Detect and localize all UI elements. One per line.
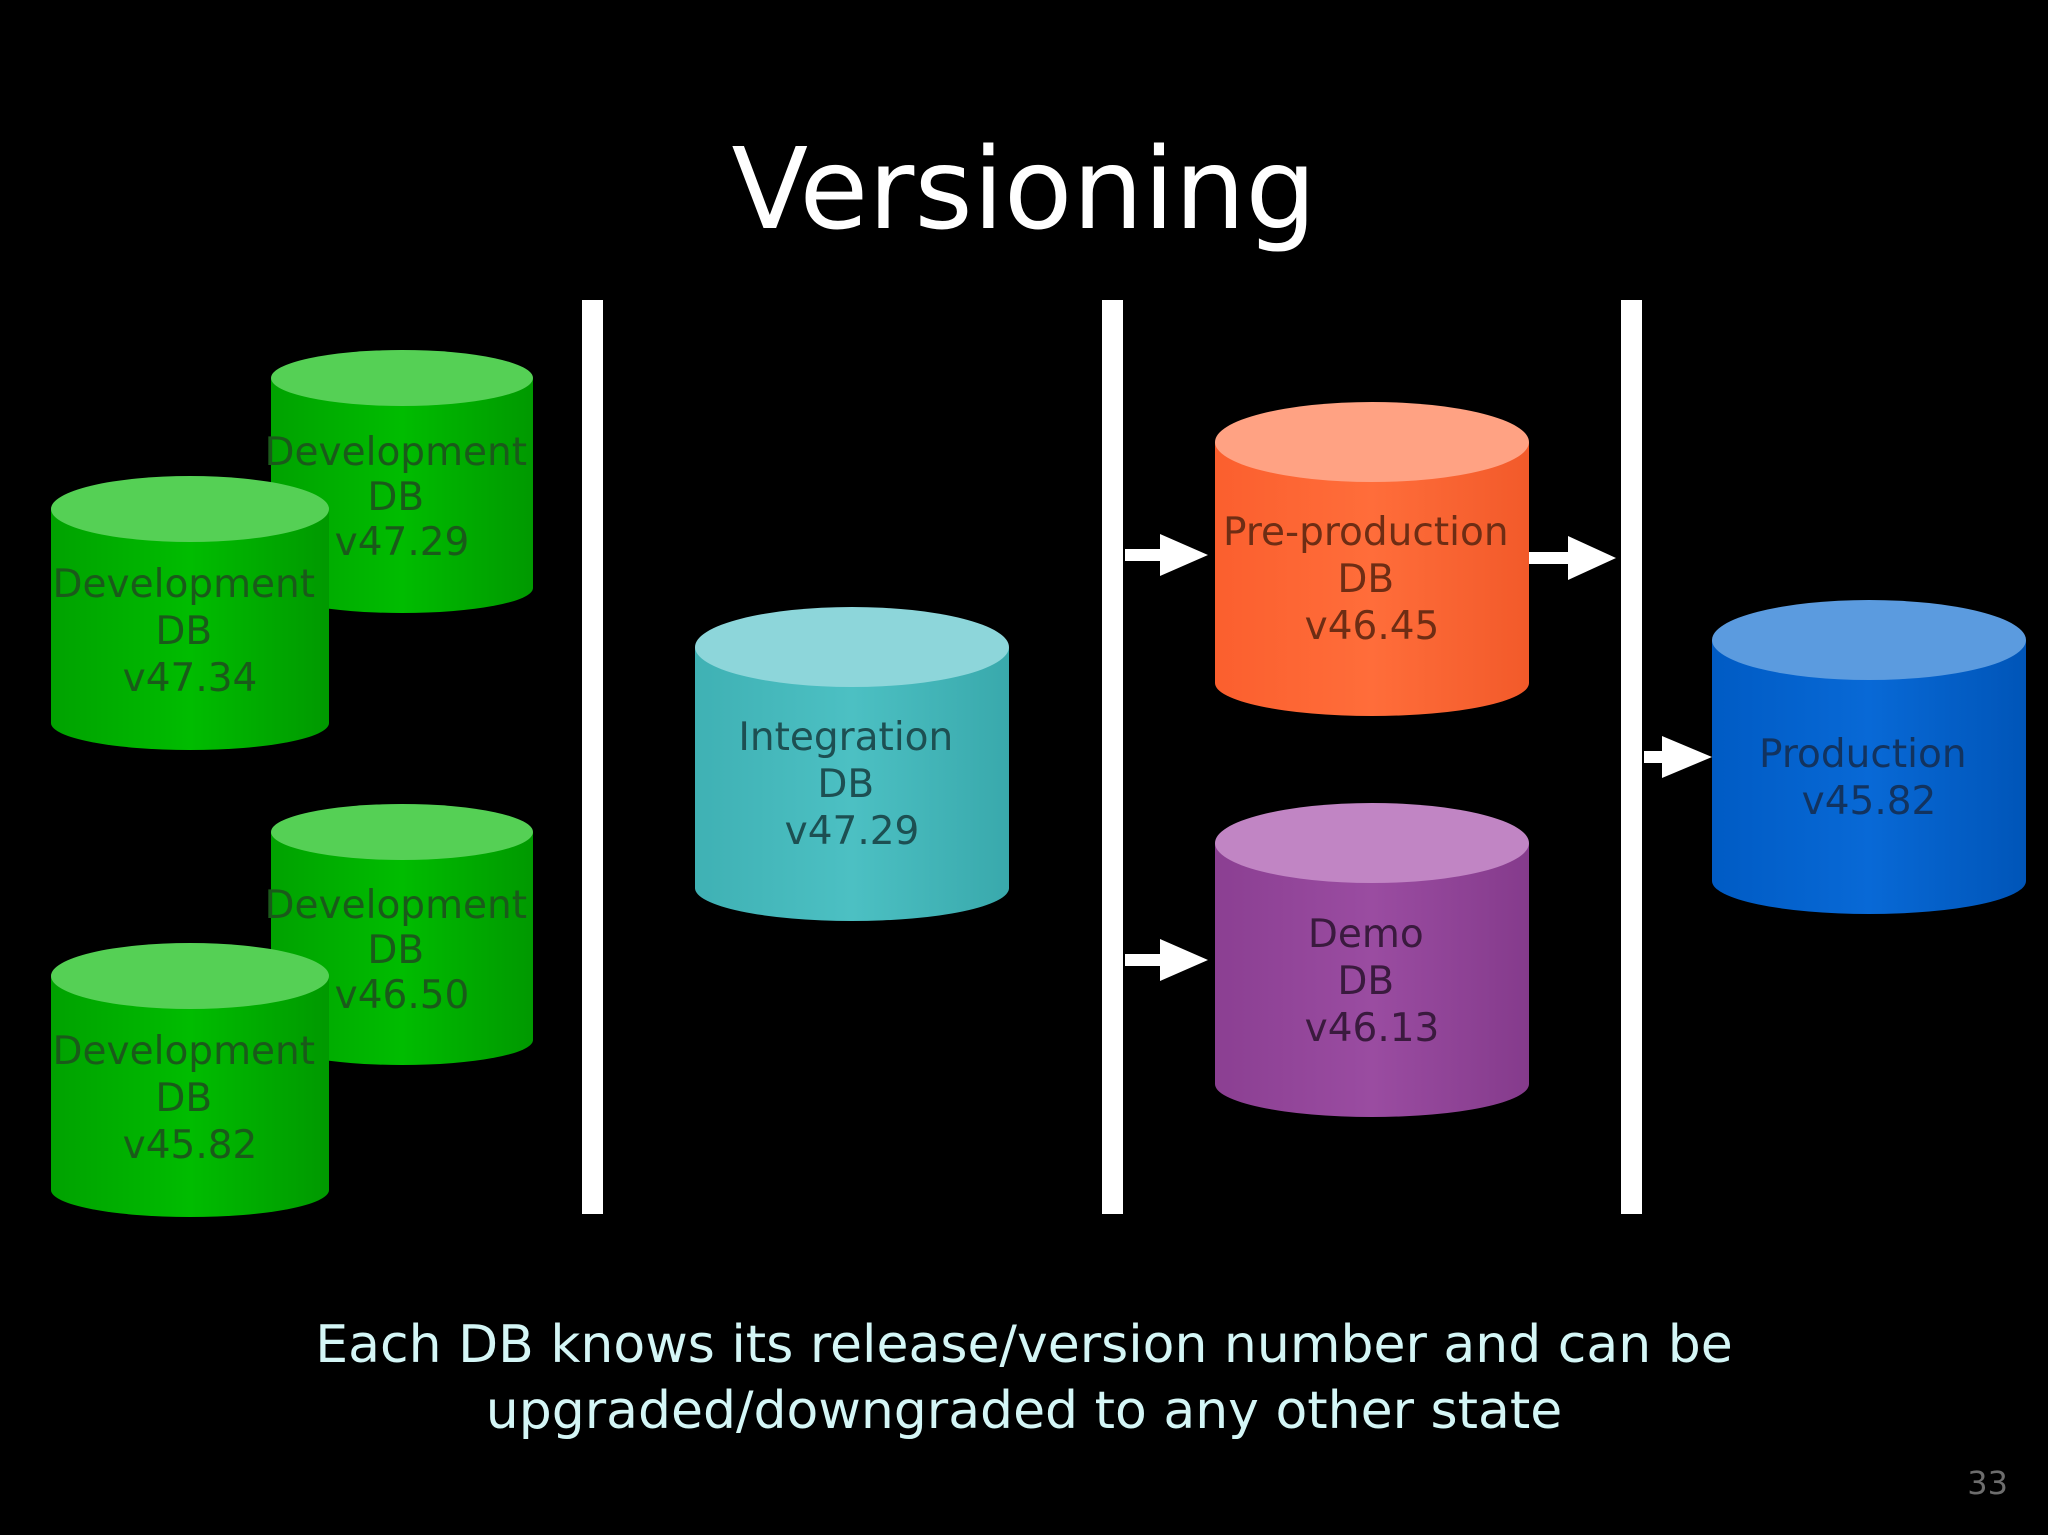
preproduction-db-type: DB bbox=[1337, 557, 1394, 602]
svg-text:Production v45.82: Production v45.82 bbox=[1759, 732, 1979, 824]
dev-db-1-version: v47.29 bbox=[335, 520, 470, 565]
production-db-version: v45.82 bbox=[1802, 779, 1937, 824]
dev-db-cylinder-2: Development DB v47.34 bbox=[51, 476, 329, 750]
integration-db-version: v47.29 bbox=[785, 809, 920, 854]
svg-text:Integration DB: Integration DB v47.29 bbox=[738, 715, 965, 854]
dev-db-4-type: DB bbox=[155, 1076, 212, 1121]
caption-line-2: upgraded/downgraded to any other state bbox=[485, 1381, 1563, 1441]
dev-db-4-name: Development bbox=[53, 1029, 316, 1074]
preproduction-db-version: v46.45 bbox=[1305, 604, 1440, 649]
svg-text:Development DB: Development DB v47.29 bbox=[265, 430, 540, 565]
demo-db-cylinder: Demo DB v46.13 bbox=[1215, 803, 1529, 1117]
stage-divider-2 bbox=[1102, 300, 1123, 1214]
dev-db-2-version: v47.34 bbox=[123, 656, 258, 701]
integration-db-name: Integration bbox=[738, 715, 953, 760]
arrow-to-production-icon bbox=[1644, 736, 1712, 778]
dev-db-3-name: Development bbox=[265, 883, 528, 928]
demo-db-type: DB bbox=[1337, 959, 1394, 1004]
svg-text:Development DB: Development DB v47.34 bbox=[53, 562, 328, 701]
dev-db-1-name: Development bbox=[265, 430, 528, 475]
dev-db-3-version: v46.50 bbox=[335, 973, 470, 1018]
dev-db-cylinder-1: Development DB v47.29 bbox=[265, 350, 540, 613]
dev-db-4-version: v45.82 bbox=[123, 1123, 258, 1168]
arrow-to-preproduction-icon bbox=[1125, 534, 1208, 576]
preproduction-db-cylinder: Pre-production DB v46.45 bbox=[1215, 402, 1529, 716]
dev-db-cylinder-4: Development DB v45.82 bbox=[51, 943, 329, 1217]
dev-db-3-type: DB bbox=[367, 928, 424, 973]
stage-divider-3 bbox=[1621, 300, 1642, 1214]
svg-text:Demo DB v46.13: Demo DB v46.13 bbox=[1305, 912, 1440, 1051]
stage-divider-1 bbox=[582, 300, 603, 1214]
arrow-to-demo-icon bbox=[1125, 939, 1208, 981]
slide-title: Versioning bbox=[731, 125, 1317, 255]
demo-db-name: Demo bbox=[1308, 912, 1424, 957]
arrow-preproduction-to-gate-icon bbox=[1529, 536, 1616, 580]
dev-db-1-type: DB bbox=[367, 475, 424, 520]
svg-text:Development DB: Development DB v46.50 bbox=[265, 883, 540, 1018]
dev-db-2-type: DB bbox=[155, 609, 212, 654]
dev-db-cylinder-3: Development DB v46.50 bbox=[265, 804, 540, 1065]
page-number: 33 bbox=[1967, 1464, 2008, 1502]
demo-db-version: v46.13 bbox=[1305, 1006, 1440, 1051]
caption-line-1: Each DB knows its release/version number… bbox=[315, 1315, 1733, 1375]
integration-db-type: DB bbox=[817, 762, 874, 807]
production-db-cylinder: Production v45.82 bbox=[1712, 600, 2026, 914]
slide-caption: Each DB knows its release/version number… bbox=[0, 1312, 2048, 1444]
preproduction-db-name: Pre-production bbox=[1223, 510, 1509, 555]
integration-db-cylinder: Integration DB v47.29 bbox=[695, 607, 1009, 921]
production-db-name: Production bbox=[1759, 732, 1967, 777]
dev-db-2-name: Development bbox=[53, 562, 316, 607]
svg-text:Development DB: Development DB v45.82 bbox=[53, 1029, 328, 1168]
svg-text:Pre-production DB: Pre-production DB v46.45 bbox=[1223, 510, 1521, 649]
